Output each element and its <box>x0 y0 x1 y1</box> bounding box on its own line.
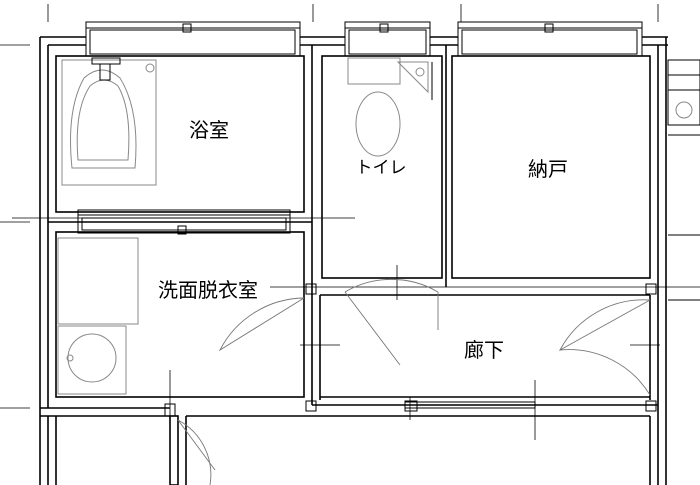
toilet-fixture <box>347 57 433 157</box>
room-label-storage: 納戸 <box>528 157 568 181</box>
kitchen-fragment <box>667 59 700 301</box>
door-swings <box>177 279 651 485</box>
top-windows <box>85 21 643 57</box>
room-labels: 浴室 トイレ 納戸 洗面脱衣室 廊下 <box>158 118 568 362</box>
grid-lines <box>0 4 700 485</box>
washroom-fixtures <box>57 237 139 395</box>
room-label-toilet: トイレ <box>356 158 407 178</box>
outer-walls <box>39 36 668 485</box>
hallway-window <box>404 400 536 412</box>
bathtub <box>61 57 157 186</box>
room-label-bath: 浴室 <box>189 118 229 142</box>
bath-sliding-door <box>77 209 291 235</box>
room-label-washroom: 洗面脱衣室 <box>158 278 258 302</box>
room-label-hallway: 廊下 <box>464 338 504 362</box>
interior-walls <box>48 45 658 485</box>
